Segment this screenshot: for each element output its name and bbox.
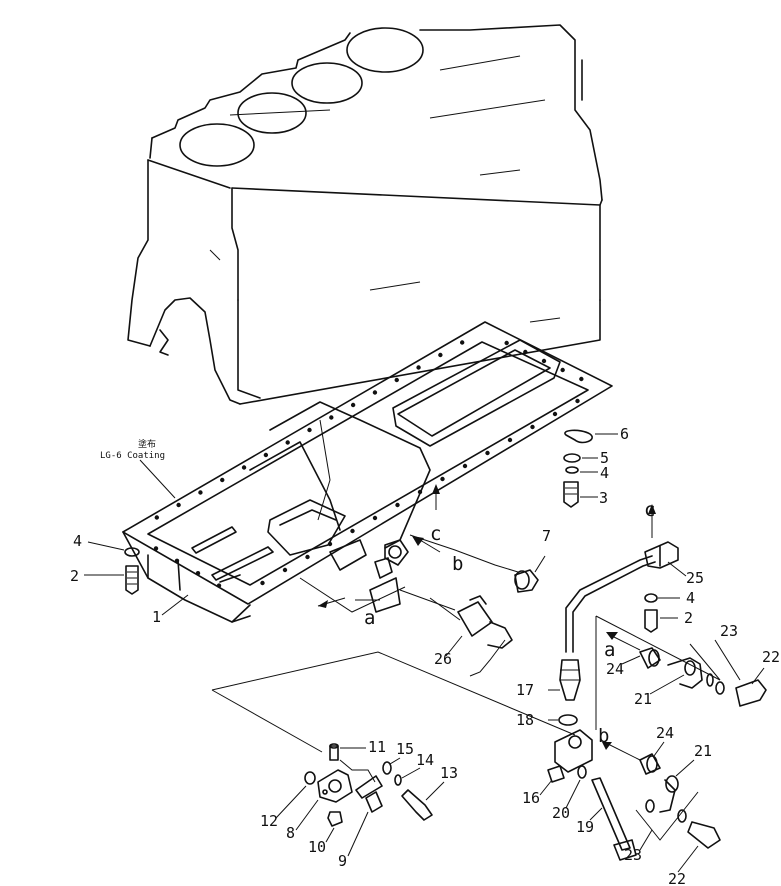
sensor-assembly <box>299 534 519 677</box>
bolt-hole <box>241 465 247 470</box>
bolt-hole <box>507 437 513 443</box>
bolt-hole <box>395 502 400 508</box>
bolt-hole <box>282 567 288 573</box>
label-part-11: 11 <box>368 738 386 756</box>
bolt-hole <box>438 352 443 358</box>
lower-left-group <box>211 651 576 827</box>
bolt-hole <box>579 376 584 382</box>
label-part-3: 3 <box>599 489 608 507</box>
bolt-hole <box>350 528 355 534</box>
bolt-hole <box>195 571 201 576</box>
engine-block <box>127 24 603 405</box>
bolt-hole <box>176 502 181 508</box>
callout-letters: a b c a b c <box>364 499 655 747</box>
bolt-hole <box>575 398 580 404</box>
label-part-4-left: 4 <box>73 532 82 550</box>
label-part-24-top: 24 <box>606 660 624 678</box>
bolt-hole <box>305 554 310 560</box>
tee-fitting <box>547 615 721 861</box>
bolt-hole <box>153 546 159 551</box>
label-part-6: 6 <box>620 425 629 443</box>
bolt-hole <box>372 515 378 521</box>
label-part-16: 16 <box>522 789 540 807</box>
lower-right-fittings <box>635 753 721 849</box>
part-labels: 1 2 4 3 4 5 6 7 26 25 4 2 17 18 16 20 19… <box>70 425 780 886</box>
bolt-hole <box>329 415 334 420</box>
bolt-hole <box>560 367 565 373</box>
label-part-24-bot: 24 <box>656 724 674 742</box>
bolt-hole <box>307 427 312 433</box>
label-part-9: 9 <box>338 852 347 870</box>
bolt-hole <box>552 411 558 417</box>
callout-a-left: a <box>364 607 375 629</box>
label-part-4-b: 4 <box>686 589 695 607</box>
bolt-hole <box>459 340 465 345</box>
callout-a-right: a <box>604 639 615 661</box>
bolt-hole <box>530 424 535 430</box>
bolt-hole <box>541 358 547 364</box>
bolt-hole <box>485 450 490 456</box>
coating-jp-label: 塗布 <box>138 438 156 450</box>
label-part-4-right: 4 <box>600 464 609 482</box>
bolt-hole <box>263 452 269 458</box>
label-part-19: 19 <box>576 818 594 836</box>
bolt-hole <box>350 402 356 408</box>
bolt-hole <box>440 476 445 482</box>
label-part-5: 5 <box>600 449 609 467</box>
label-part-18: 18 <box>516 711 534 729</box>
label-part-23-top: 23 <box>720 622 738 640</box>
bolt-hole <box>154 515 160 520</box>
bolt-hole <box>462 463 468 469</box>
label-part-20: 20 <box>552 804 570 822</box>
label-part-22-bot: 22 <box>668 870 686 886</box>
label-part-2-right: 2 <box>684 609 693 627</box>
bolt-hole <box>416 365 421 370</box>
label-part-21-bot: 21 <box>694 742 712 760</box>
bolt-hole <box>504 340 509 346</box>
oil-pipe <box>548 504 680 726</box>
callout-b-right: b <box>598 725 609 747</box>
oil-pan <box>122 321 613 623</box>
bolt-hole <box>394 377 399 383</box>
label-part-23-bot: 23 <box>624 846 642 864</box>
callout-b-left: b <box>452 553 463 575</box>
label-part-2-left: 2 <box>70 567 79 585</box>
upper-right-fittings <box>639 639 767 707</box>
pan-callout-arrows <box>317 484 441 608</box>
label-part-1: 1 <box>152 608 161 626</box>
bolt-hole <box>198 490 203 495</box>
label-part-14: 14 <box>416 751 434 769</box>
label-part-22-top: 22 <box>762 648 780 666</box>
part-2-4-left <box>84 541 140 595</box>
part-3-4-5-6 <box>563 429 618 508</box>
coating-annotation: 塗布 LG-6 Coating <box>100 438 176 499</box>
part-7-cap <box>514 555 546 593</box>
bolt-hole <box>523 349 528 355</box>
bolt-hole <box>216 583 222 588</box>
callout-c-left: c <box>430 523 441 545</box>
callout-c-right: c <box>644 499 655 521</box>
label-part-12: 12 <box>260 812 278 830</box>
bolt-hole <box>220 477 225 483</box>
label-part-8: 8 <box>286 824 295 842</box>
label-part-7: 7 <box>542 527 551 545</box>
label-part-15: 15 <box>396 740 414 758</box>
label-part-21-top: 21 <box>634 690 652 708</box>
coating-label: LG-6 Coating <box>100 451 165 461</box>
label-part-25: 25 <box>686 569 704 587</box>
bolt-hole <box>285 440 290 445</box>
label-part-13: 13 <box>440 764 458 782</box>
bolt-hole <box>260 580 265 586</box>
label-part-26: 26 <box>434 650 452 668</box>
label-part-10: 10 <box>308 838 326 856</box>
bolt-hole <box>372 390 378 395</box>
label-part-17: 17 <box>516 681 534 699</box>
